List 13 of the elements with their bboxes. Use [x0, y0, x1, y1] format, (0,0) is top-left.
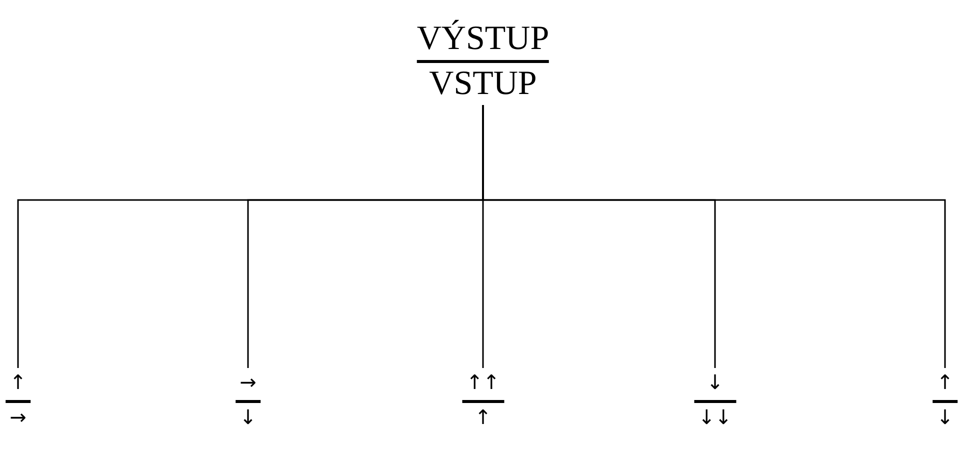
- denominator: ↓: [936, 407, 954, 427]
- numerator: ↑: [936, 372, 954, 392]
- denominator: ↓↓: [698, 407, 732, 427]
- connector-line: [482, 105, 946, 368]
- numerator: ↑↑: [466, 372, 500, 392]
- numerator: ↑: [10, 372, 26, 392]
- denominator: VSTUP: [429, 67, 537, 101]
- denominator: →: [10, 407, 26, 427]
- denominator: ↓: [240, 407, 256, 427]
- numerator: ↓: [706, 372, 724, 392]
- numerator: VÝSTUP: [416, 22, 550, 56]
- denominator: ↑: [474, 407, 492, 427]
- numerator: →: [240, 372, 256, 392]
